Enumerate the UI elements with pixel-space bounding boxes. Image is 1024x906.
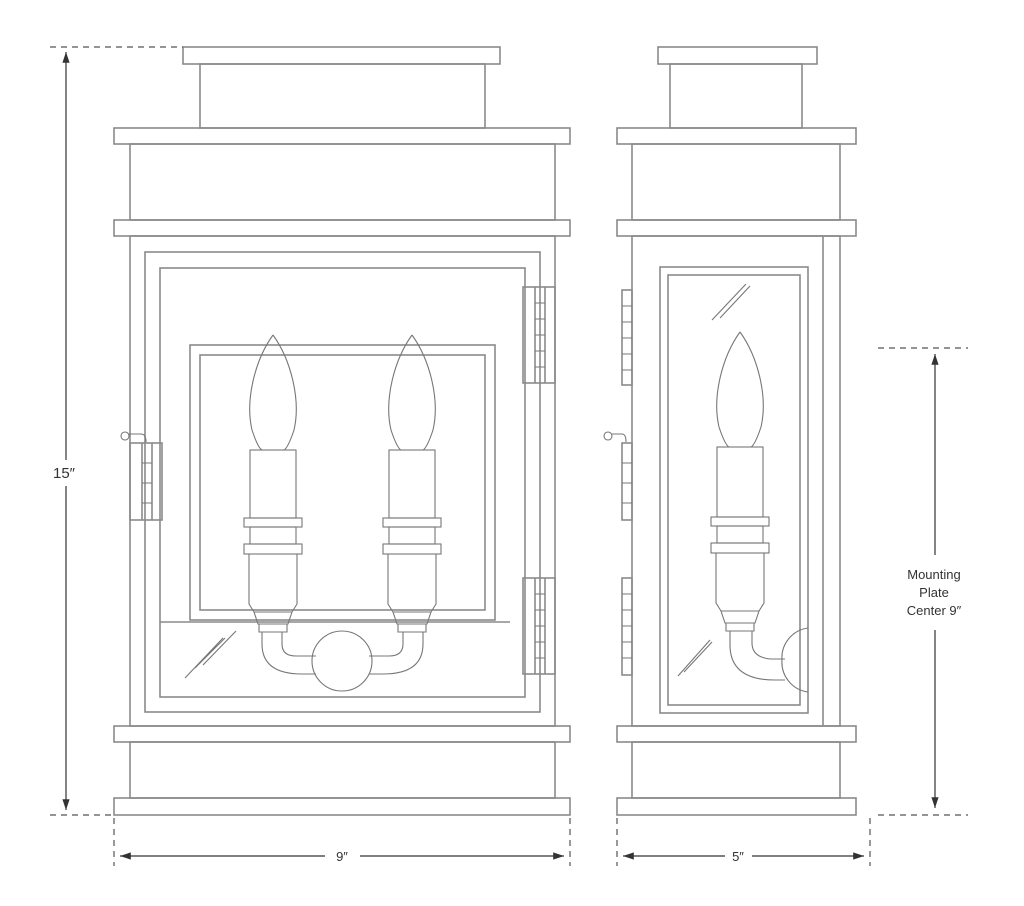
mounting-label-2: Plate [919,585,949,600]
arm-backplate [261,630,424,692]
hinge-icon [621,289,633,386]
dimension-mounting-plate: Mounting Plate Center 9″ [878,347,968,816]
glass-reflection-icon [184,630,237,679]
hinge-icon [522,577,556,675]
height-label: 15″ [53,465,76,482]
candle-left [243,334,303,633]
latch-icon [120,431,163,521]
dimension-front-width: 9″ [113,818,571,866]
candle-right [382,334,442,633]
candle-side [710,331,809,693]
side-view [603,46,857,816]
side-width-label: 5″ [732,849,744,864]
dimension-height: 15″ [40,46,183,816]
dimension-side-width: 5″ [616,818,871,866]
front-view [113,46,571,816]
latch-icon [603,431,633,521]
hinge-icon [522,286,556,384]
hinge-icon [621,577,633,676]
mounting-label-1: Mounting [907,567,960,582]
mounting-label-3: Center 9″ [907,603,962,618]
glass-reflection-icon [677,283,751,677]
front-width-label: 9″ [336,849,348,864]
